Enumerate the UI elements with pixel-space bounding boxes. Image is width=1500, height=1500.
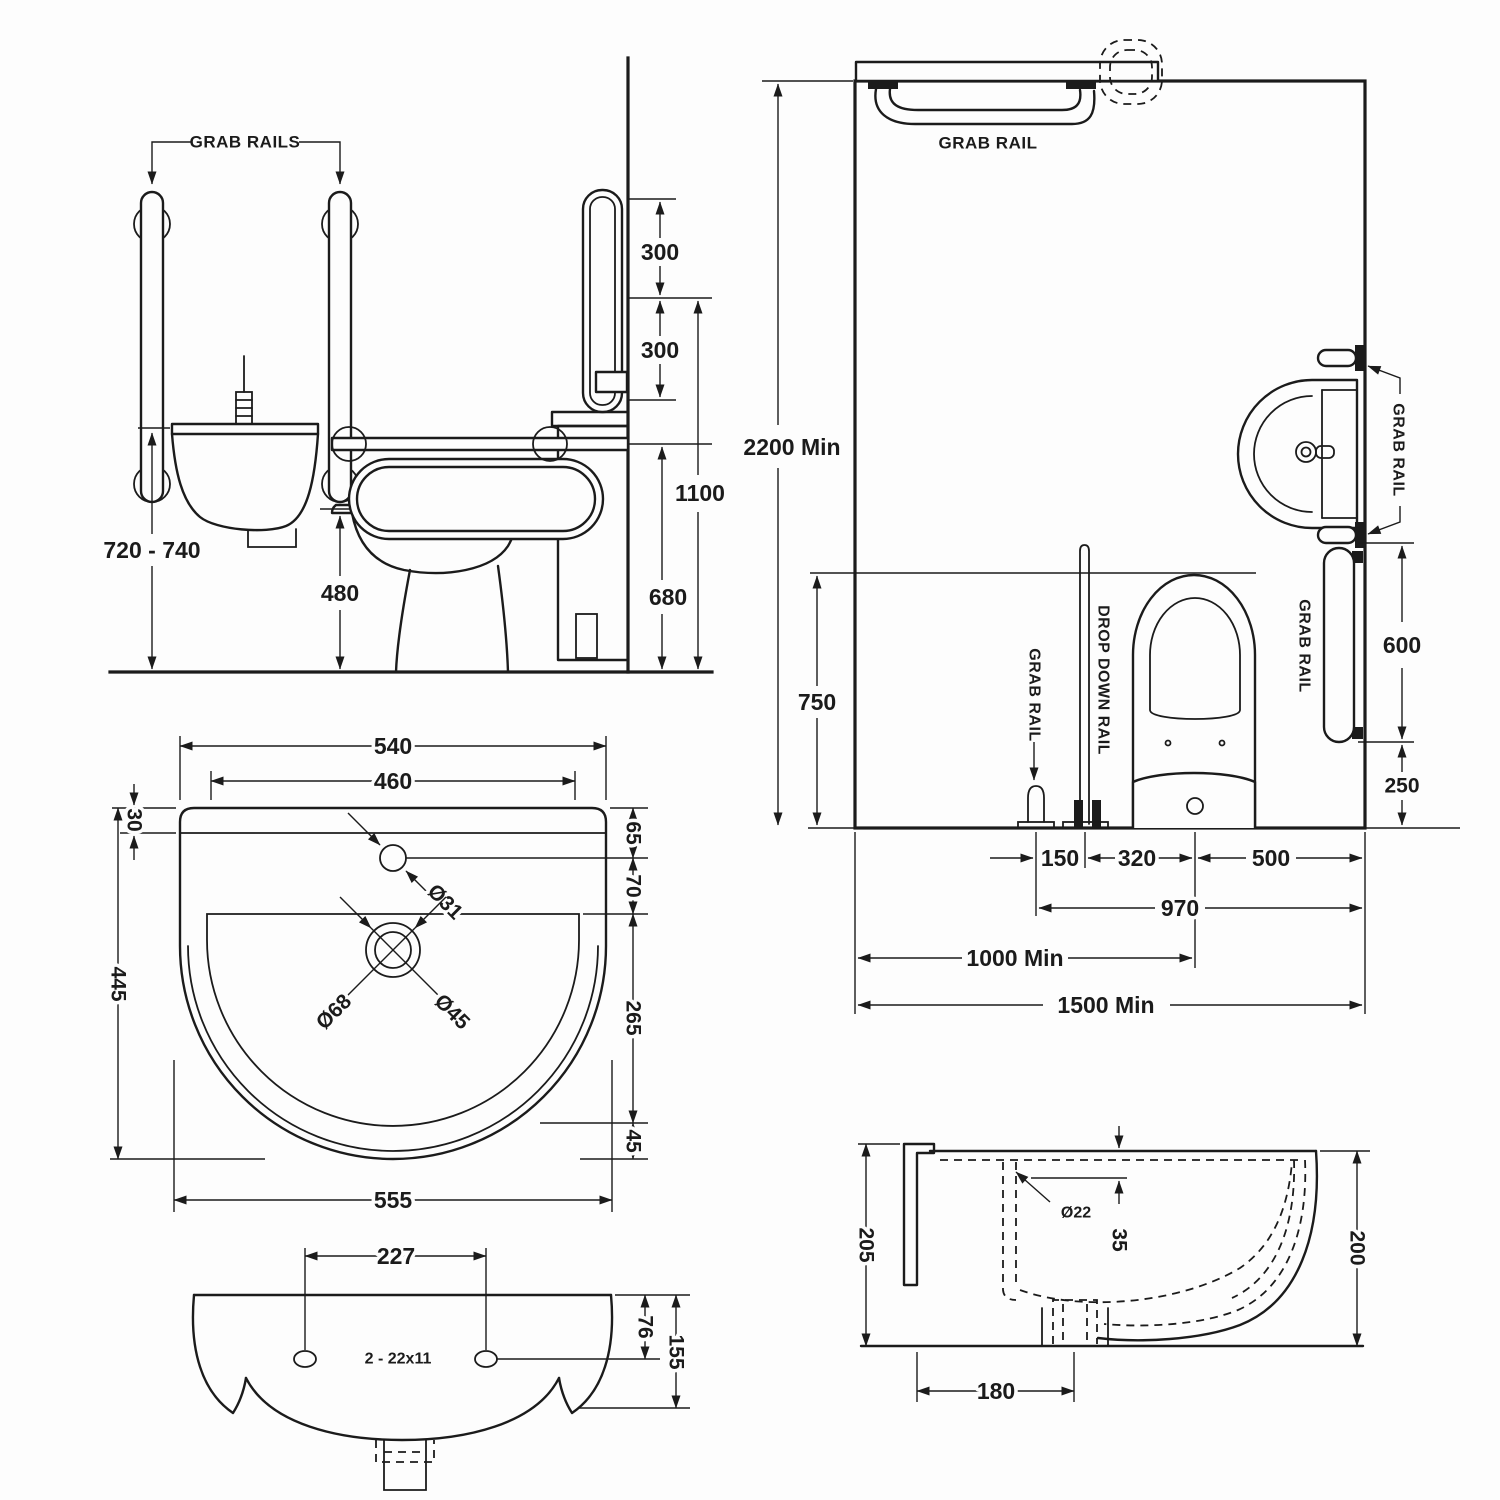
dim-2200: 2200 Min	[743, 434, 840, 460]
waste-hole-outer	[365, 922, 421, 978]
basin-front-left-wing	[191, 1293, 248, 1415]
grab-rail-post-plan	[1017, 785, 1055, 829]
grab-rails-leader-left	[147, 141, 192, 185]
basin-rim-arc	[187, 945, 599, 1152]
dim-76: 76	[634, 1315, 657, 1338]
basin-section-front-inner-dash2	[1231, 1159, 1296, 1299]
drop-down-rail-raised-plan	[1062, 544, 1109, 829]
grab-rail-floor-label: GRAB RAIL	[1026, 648, 1043, 741]
dim-200: 200	[1346, 1230, 1369, 1265]
toilet-plan	[1131, 573, 1257, 830]
grab-rail-side-plan	[1322, 546, 1363, 744]
drop-down-rail-folded-plan	[1099, 39, 1163, 105]
basin-front-outlet-dashed	[375, 1440, 435, 1463]
holes-label: 2 - 22x11	[365, 1351, 432, 1368]
dim-65: 65	[622, 821, 645, 845]
basin-front-right-wing	[557, 1293, 614, 1415]
dim-540: 540	[374, 733, 412, 759]
dim-1000: 1000 Min	[966, 945, 1063, 971]
dim-480: 480	[321, 580, 359, 606]
stub-rail-upper	[1316, 345, 1364, 371]
grab-rail-top-plan	[868, 81, 1096, 126]
dim-45: 45	[622, 1129, 645, 1153]
basin-section-bowl-dash	[1019, 1161, 1293, 1304]
grab-rail-right-label: GRAB RAIL	[1390, 403, 1407, 496]
dim-750: 750	[798, 689, 836, 715]
grab-rail-side-label: GRAB RAIL	[1296, 599, 1313, 692]
waste-leader	[414, 896, 447, 929]
basin-outer-outline	[178, 806, 608, 1161]
drop-down-rail-folded-plan-inner	[1109, 49, 1153, 95]
dim-1100: 1100	[675, 480, 725, 506]
waste-cross-line	[339, 927, 416, 1004]
tap-hole-leader	[405, 870, 441, 906]
grab-rails-leader-right	[299, 141, 345, 185]
grab-rail-right-leader-lower	[1367, 506, 1401, 535]
vertical-grab-rail-right	[321, 190, 359, 504]
basin-section-back-dash	[1002, 1162, 1017, 1301]
dim-155: 155	[665, 1334, 688, 1369]
fixing-hole-right	[474, 1350, 498, 1368]
basin-plan-view: Ø31 Ø68 Ø45 540 460 30 445	[103, 730, 648, 1217]
dim-180: 180	[977, 1378, 1015, 1404]
tap-hole	[379, 844, 407, 872]
dim-205: 205	[855, 1227, 878, 1262]
dim-250: 250	[1384, 775, 1419, 798]
dim-445: 445	[107, 966, 130, 1001]
fixing-hole-left	[293, 1350, 317, 1368]
dim-680: 680	[649, 584, 687, 610]
dim-227: 227	[377, 1243, 415, 1269]
elevation-view: GRAB RAILS	[100, 56, 728, 674]
waste-cross-line	[370, 927, 447, 1004]
wall-bracket-section	[902, 1142, 936, 1287]
outlet-dash	[1052, 1299, 1098, 1344]
basin-front-view: 2 - 22x11 227 76 155	[191, 1240, 691, 1491]
basin-bowl-inner	[206, 913, 580, 1127]
basin-front-outlet	[383, 1439, 427, 1491]
dim-150: 150	[1041, 845, 1079, 871]
dim-300-upper: 300	[641, 239, 679, 265]
grab-rail-right-leader-upper	[1367, 365, 1401, 394]
tap-hole-leader	[347, 812, 381, 846]
drop-down-rail-label: DROP DOWN RAIL	[1095, 605, 1112, 755]
basin-section-view: 205 200 180 35 Ø22	[851, 1126, 1372, 1408]
shelf-plan	[854, 60, 1160, 83]
dia-31-label: Ø31	[423, 880, 468, 925]
dia-68-label: Ø68	[312, 990, 357, 1035]
dim-600: 600	[1383, 632, 1421, 658]
dia-22-label: Ø22	[1061, 1205, 1091, 1222]
dim-265: 265	[622, 1000, 645, 1035]
dim-500: 500	[1252, 845, 1290, 871]
stub-rail-lower	[1316, 522, 1364, 548]
dim-460: 460	[374, 768, 412, 794]
basin-section-front-inner-dash	[1103, 1159, 1307, 1327]
horizontal-grab-rail-side	[330, 426, 630, 541]
dim-970: 970	[1161, 895, 1199, 921]
dia-45-label: Ø45	[430, 990, 475, 1035]
dim-35: 35	[1108, 1228, 1131, 1252]
dim-70: 70	[622, 874, 645, 897]
dim-30: 30	[123, 808, 146, 831]
basin-front-bowl-curve	[244, 1376, 561, 1442]
basin-side-view	[170, 355, 320, 548]
drop-down-rail-folded	[581, 188, 629, 414]
grab-rail-top-label: GRAB RAIL	[939, 134, 1038, 153]
waste-hole-inner	[374, 931, 412, 969]
dim-300-lower: 300	[641, 337, 679, 363]
grab-rails-label: GRAB RAILS	[190, 133, 301, 152]
overflow-leader	[1015, 1171, 1051, 1203]
basin-plan-in-room	[1236, 378, 1359, 530]
plan-view: GRAB RAIL GRAB RAIL GRAB RAIL	[740, 39, 1460, 1022]
dim-555: 555	[374, 1187, 413, 1213]
dim-720-740: 720 - 740	[103, 537, 200, 563]
waste-leader	[339, 896, 372, 929]
basin-section-front	[1096, 1149, 1318, 1342]
dim-1500: 1500 Min	[1057, 992, 1154, 1018]
dim-320: 320	[1118, 845, 1156, 871]
